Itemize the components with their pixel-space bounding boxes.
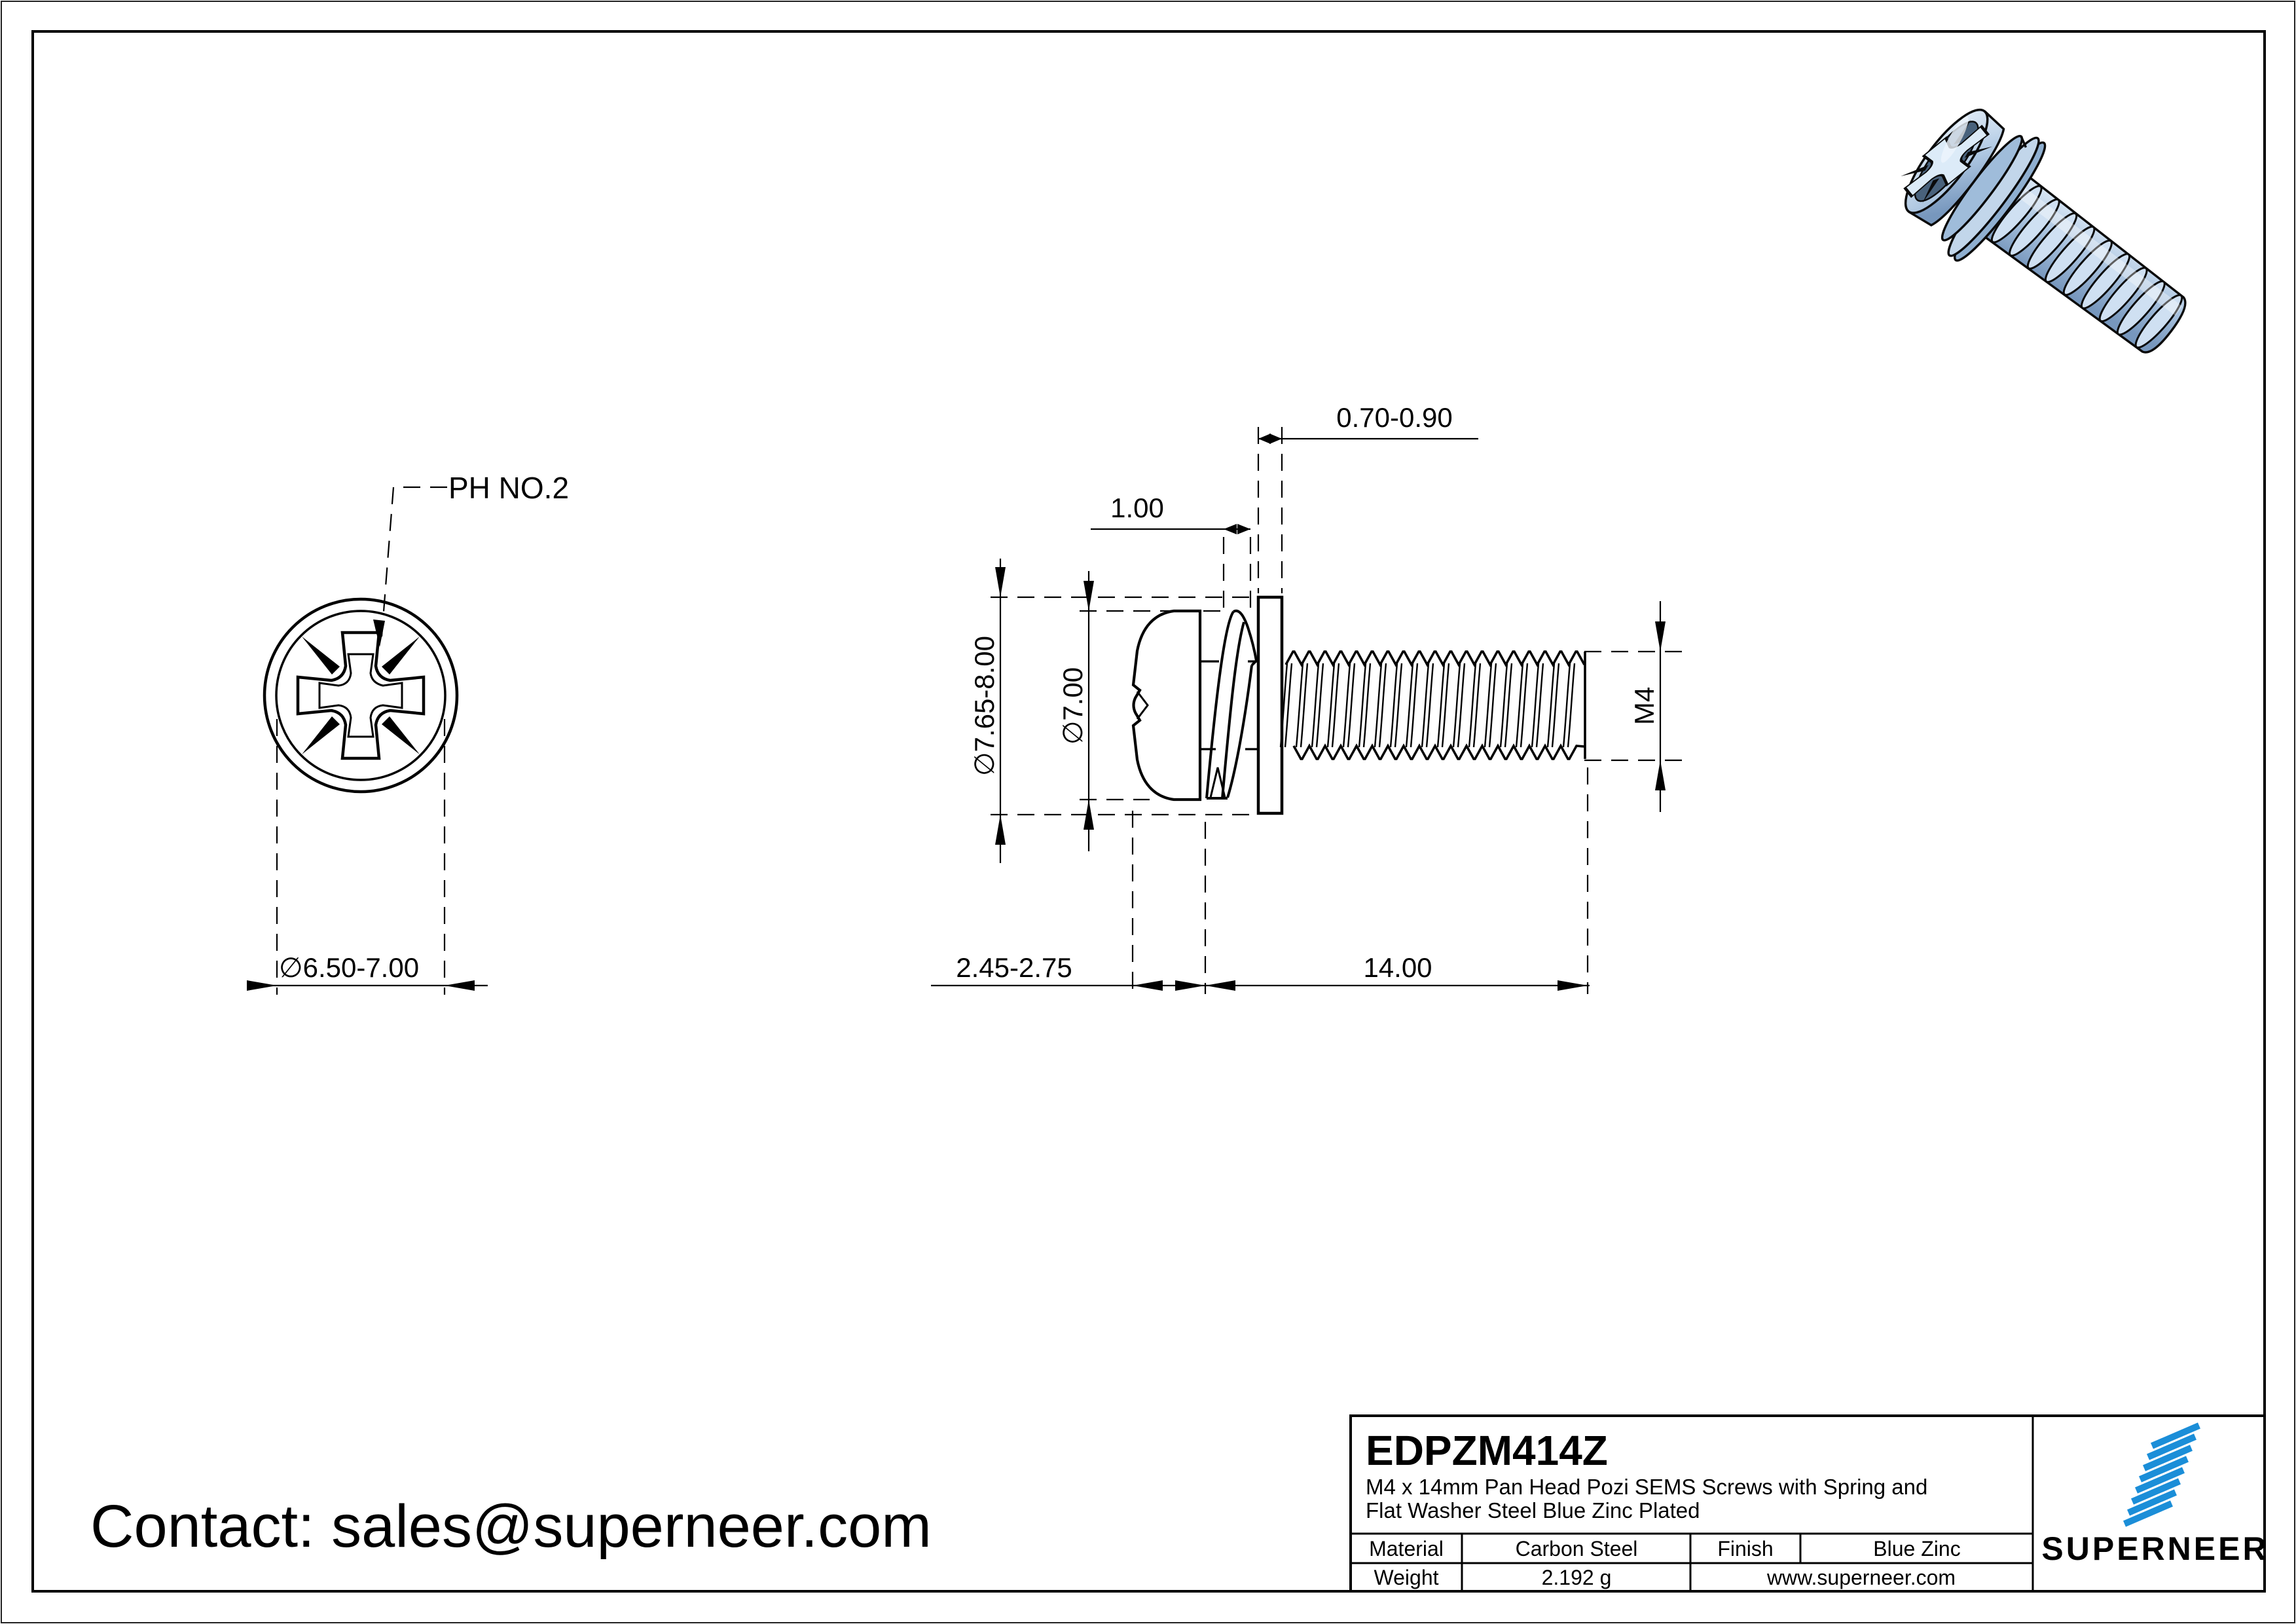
title-block: EDPZM414Z M4 x 14mm Pan Head Pozi SEMS S… bbox=[1349, 1414, 2269, 1593]
head-inner-circle bbox=[275, 610, 446, 781]
thread-length-text: 14.00 bbox=[1363, 952, 1432, 983]
superneer-logo-icon bbox=[2123, 1422, 2200, 1527]
washer-od-dim: ∅7.65-8.00 bbox=[969, 559, 1256, 863]
part-number: EDPZM414Z bbox=[1366, 1427, 1608, 1474]
website-link[interactable]: www.superneer.com bbox=[1766, 1566, 1956, 1589]
washer-od-text: ∅7.65-8.00 bbox=[969, 636, 1000, 776]
head-height-text: 2.45-2.75 bbox=[956, 952, 1072, 983]
head-od-text: ∅7.00 bbox=[1057, 667, 1088, 745]
material-value: Carbon Steel bbox=[1516, 1537, 1638, 1560]
pozi-cross-inner bbox=[318, 653, 403, 738]
pozi-recess bbox=[296, 631, 426, 760]
contact-line: Contact: sales@superneer.com bbox=[90, 1493, 932, 1560]
length-dims: 2.45-2.75 14.00 bbox=[931, 767, 1590, 994]
thread-flanks bbox=[1279, 663, 1576, 748]
front-view: PH NO.2 ∅6.50-7.00 bbox=[247, 471, 569, 995]
spring-washer bbox=[1205, 609, 1258, 800]
front-diameter-dim: ∅6.50-7.00 bbox=[247, 719, 488, 995]
thread-spec-dim: M4 bbox=[1584, 601, 1689, 812]
head-od-dim: ∅7.00 bbox=[1057, 571, 1222, 851]
flat-washer-dim-text: 0.70-0.90 bbox=[1336, 402, 1452, 433]
flat-washer-dim: 0.70-0.90 bbox=[1257, 402, 1478, 593]
render-flat-washer bbox=[1947, 136, 2047, 262]
flat-washer bbox=[1256, 595, 1284, 815]
leader-arrow bbox=[373, 619, 385, 647]
brand-name: SUPERNEER bbox=[2041, 1530, 2269, 1567]
drive-label: PH NO.2 bbox=[448, 471, 569, 505]
shank-lines bbox=[1200, 660, 1258, 750]
finish-label: Finish bbox=[1717, 1537, 1773, 1560]
spring-washer-dim: 1.00 bbox=[1091, 492, 1252, 609]
spring-washer-dim-text: 1.00 bbox=[1110, 492, 1164, 523]
pozi-wings bbox=[302, 637, 420, 754]
front-diameter-text: ∅6.50-7.00 bbox=[279, 952, 419, 983]
render-3d-screw bbox=[1901, 108, 2187, 354]
drive-leader bbox=[373, 486, 447, 647]
title-block-grid bbox=[1351, 1416, 2034, 1591]
finish-value: Blue Zinc bbox=[1873, 1537, 1960, 1560]
drawing-frame bbox=[31, 30, 2266, 1593]
thread-spec-text: M4 bbox=[1629, 687, 1660, 725]
weight-label: Weight bbox=[1374, 1566, 1438, 1589]
head-profile bbox=[1131, 609, 1202, 802]
thread-profile bbox=[1285, 650, 1586, 760]
material-label: Material bbox=[1369, 1537, 1444, 1560]
description-line2: Flat Washer Steel Blue Zinc Plated bbox=[1366, 1498, 1700, 1522]
recess-profile bbox=[1136, 691, 1149, 720]
side-view: 0.70-0.90 1.00 ∅7.65-8.00 ∅7.00 bbox=[931, 402, 1689, 994]
render-shank bbox=[1978, 172, 2187, 354]
description-line1: M4 x 14mm Pan Head Pozi SEMS Screws with… bbox=[1366, 1475, 1927, 1499]
weight-value: 2.192 g bbox=[1542, 1566, 1612, 1589]
